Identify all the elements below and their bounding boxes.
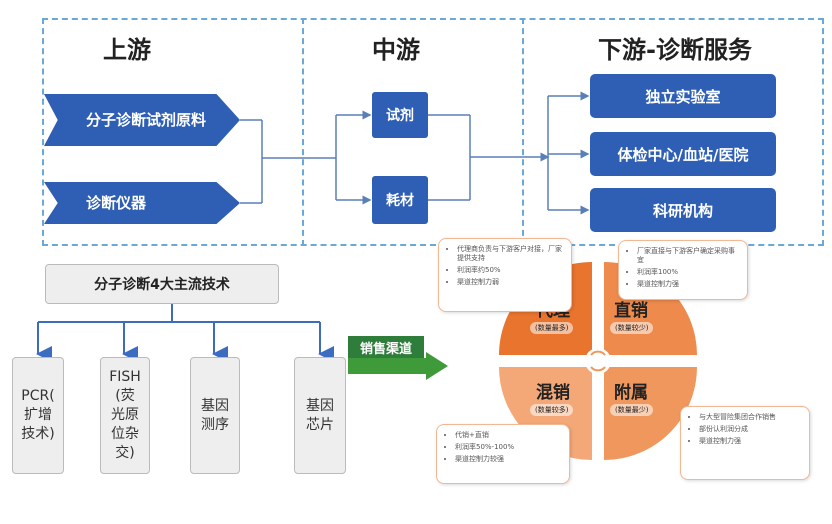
note-affiliate: 与大型冒险集团合作销售 部份认利润分成 渠道控制力强: [680, 406, 810, 480]
downstream-title: 下游-诊断服务: [598, 36, 752, 64]
note-mixed: 代销+直销 利润率50%-100% 渠道控制力较强: [436, 424, 570, 484]
upstream-title: 上游: [103, 36, 151, 64]
note-item: 利润率约50%: [457, 266, 563, 275]
note-item: 代销+直销: [455, 431, 561, 440]
quadrant-affiliate-sub: (数量最少): [610, 404, 654, 416]
downstream-item-independent-lab: 独立实验室: [590, 74, 776, 118]
downstream-item-medical-centers: 体检中心/血站/医院: [590, 132, 776, 176]
quadrant-direct-sub: (数量较少): [610, 322, 654, 334]
tech-fish: FISH (荧 光原 位杂 交): [100, 357, 150, 474]
quadrant-affiliate-title: 附属: [614, 383, 648, 403]
note-item: 渠道控制力强: [637, 280, 739, 289]
downstream-item-research: 科研机构: [590, 188, 776, 232]
note-item: 利润率100%: [637, 268, 739, 277]
note-direct: 厂家直接与下游客户确定采购事宜 利润率100% 渠道控制力强: [618, 240, 748, 300]
note-item: 与大型冒险集团合作销售: [699, 413, 801, 422]
quadrant-mixed-sub: (数量较多): [530, 404, 574, 416]
sales-channel-arrow: [348, 352, 448, 380]
quadrant-direct-title: 直销: [614, 301, 648, 321]
divider-midstream-downstream: [522, 18, 524, 246]
note-item: 部份认利润分成: [699, 425, 801, 434]
note-agent: 代理商负责与下游客户对接，厂家提供支持 利润率约50% 渠道控制力弱: [438, 238, 572, 312]
upstream-item-raw-materials: 分子诊断试剂原料: [44, 94, 240, 146]
industry-chain-frame: [42, 18, 824, 246]
note-item: 代理商负责与下游客户对接，厂家提供支持: [457, 245, 563, 263]
sales-channel-label: 销售渠道: [348, 336, 424, 358]
tech-title: 分子诊断4大主流技术: [45, 264, 279, 304]
quadrant-mixed-title: 混销: [536, 383, 570, 403]
upstream-item-instruments: 诊断仪器: [44, 182, 240, 224]
note-item: 渠道控制力弱: [457, 278, 563, 287]
tech-sequencing: 基因 测序: [190, 357, 240, 474]
note-item: 渠道控制力强: [699, 437, 801, 446]
note-item: 渠道控制力较强: [455, 455, 561, 464]
upstream-item-label: 诊断仪器: [86, 194, 147, 212]
tech-chip: 基因 芯片: [294, 357, 346, 474]
midstream-title: 中游: [372, 36, 420, 64]
midstream-item-reagents: 试剂: [372, 92, 428, 138]
note-item: 利润率50%-100%: [455, 443, 561, 452]
upstream-item-label: 分子诊断试剂原料: [86, 111, 207, 129]
note-item: 厂家直接与下游客户确定采购事宜: [637, 247, 739, 265]
divider-upstream-midstream: [302, 18, 304, 246]
tech-pcr: PCR( 扩增 技术): [12, 357, 64, 474]
midstream-item-consumables: 耗材: [372, 176, 428, 224]
quadrant-agent-sub: (数量最多): [530, 322, 574, 334]
